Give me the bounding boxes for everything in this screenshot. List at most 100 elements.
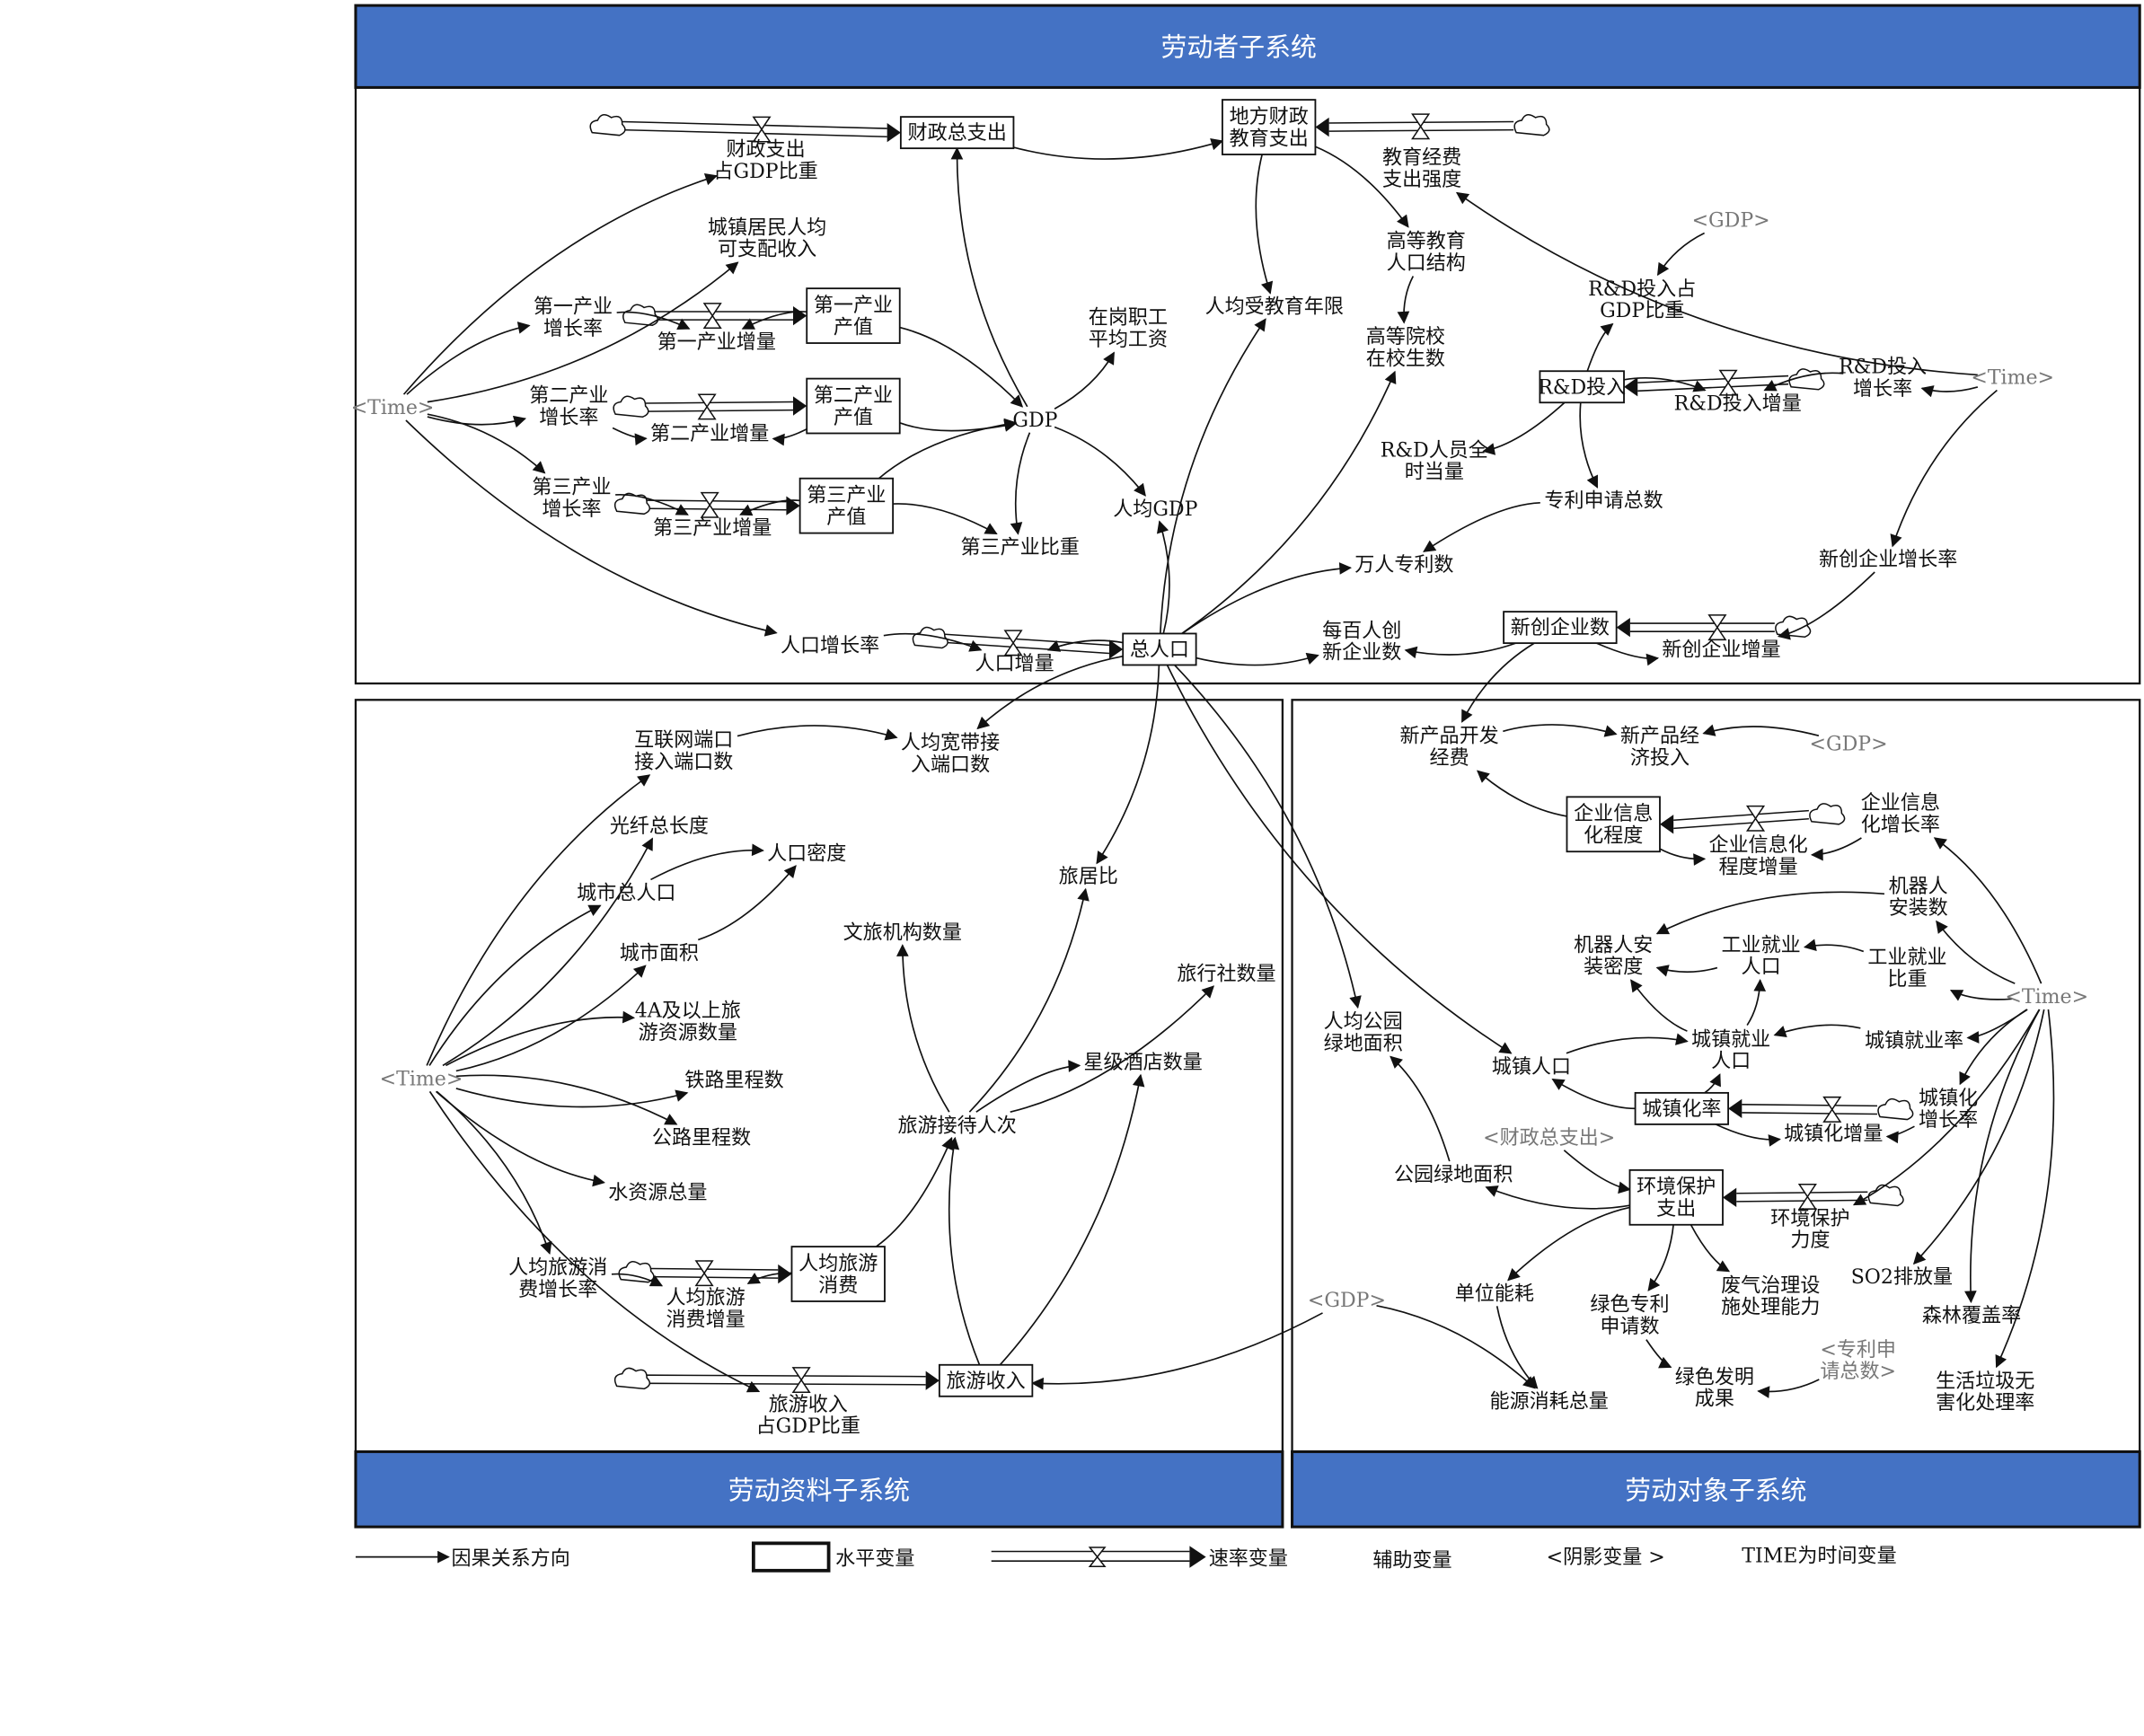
variable-city-area[interactable]: 城市面积 [620,942,699,965]
variable-culture[interactable]: 文旅机构数量 [843,922,962,945]
variable-per10k-patent[interactable]: 万人专利数 [1354,554,1453,577]
variable-fiscal-ratio[interactable]: 财政支出占GDP比重 [713,139,817,183]
variable-ind-emp-pop[interactable]: 工业就业人口 [1722,934,1801,978]
variable-ind-emp-share[interactable]: 工业就业比重 [1867,947,1946,991]
variable-prim-out[interactable]: 第一产业产值 [806,287,901,344]
variable-ter-share[interactable]: 第三产业比重 [961,536,1080,559]
variable-tour-ratio[interactable]: 旅游收入占GDP比重 [756,1394,860,1438]
variable-higher-struct[interactable]: 高等教育人口结构 [1387,230,1466,274]
variable-agencies[interactable]: 旅行社数量 [1177,963,1275,985]
variable-energy-unit[interactable]: 单位能耗 [1455,1282,1534,1305]
variable-robots[interactable]: 机器人安装数 [1889,876,1948,920]
variable-time1[interactable]: <Time> [351,397,435,419]
variable-label: 人均受教育年限 [1205,296,1344,319]
variable-sec-rate[interactable]: 第二产业增长率 [529,384,608,428]
variable-urban-rate[interactable]: 城镇化增长率 [1919,1088,1978,1132]
variable-urban-income[interactable]: 城镇居民人均可支配收入 [708,216,826,260]
causal-link-pop-to-park-pc [1174,664,1362,1009]
variable-new-ent-rate[interactable]: 新创企业增长率 [1819,549,1957,571]
variable-edu-years[interactable]: 人均受教育年限 [1205,296,1344,319]
variable-prim-rate[interactable]: 第一产业增长率 [534,296,613,340]
variable-env-force[interactable]: 环境保护力度 [1770,1208,1849,1252]
variable-new-ent[interactable]: 新创企业数 [1503,611,1618,645]
variable-waste-gas[interactable]: 废气治理设施处理能力 [1721,1274,1820,1318]
variable-urban-pop2[interactable]: 城镇人口 [1492,1056,1571,1079]
variable-road[interactable]: 公路里程数 [652,1127,751,1150]
variable-robot-density[interactable]: 机器人安装密度 [1574,934,1653,978]
variable-pop-rate[interactable]: 人口增长率 [781,635,879,657]
variable-ent-info-rate[interactable]: 企业信息化增长率 [1861,792,1940,836]
variable-fiber[interactable]: 光纤总长度 [610,815,709,838]
variable-gdp-sh2[interactable]: <GDP> [1809,734,1887,756]
variable-rd-rate[interactable]: R&D投入增长率 [1839,357,1927,401]
variable-gdp-sh1[interactable]: <GDP> [1692,210,1770,233]
variable-energy-total[interactable]: 能源消耗总量 [1490,1391,1609,1414]
variable-sec-out[interactable]: 第二产业产值 [806,377,901,435]
causal-link-sec-out-to-sec-inc [772,428,807,446]
variable-water[interactable]: 水资源总量 [608,1182,707,1204]
variable-park-area[interactable]: 公园绿地面积 [1394,1164,1513,1186]
variable-garbage[interactable]: 生活垃圾无害化处理率 [1936,1370,2034,1414]
variable-urban-pop[interactable]: 城市总人口 [577,883,675,905]
variable-ter-rate[interactable]: 第三产业增长率 [532,476,611,520]
variable-tour-income[interactable]: 旅游收入 [938,1363,1034,1397]
variable-new-ent-inc[interactable]: 新创企业增量 [1662,639,1780,662]
variable-sec-inc[interactable]: 第二产业增量 [650,423,769,445]
variable-visitors[interactable]: 旅游接待人次 [898,1115,1017,1137]
variable-college[interactable]: 高等院校在校生数 [1366,326,1445,370]
variable-prim-inc[interactable]: 第一产业增量 [657,331,776,354]
variable-rail[interactable]: 铁路里程数 [684,1070,783,1092]
variable-urbanization[interactable]: 城镇化率 [1634,1091,1729,1125]
variable-time2[interactable]: <Time> [1971,367,2054,390]
variable-so2[interactable]: SO2排放量 [1851,1266,1953,1289]
variable-patents[interactable]: 专利申请总数 [1544,490,1663,513]
variable-scenic[interactable]: 4A及以上旅游资源数量 [635,1000,741,1044]
causal-link-urban-pop2-to-urban-emp [1566,1033,1689,1054]
variable-time4[interactable]: <Time> [2005,986,2088,1009]
variable-new-prod-inv[interactable]: 新产品经济投入 [1620,725,1699,769]
variable-gdp-pc[interactable]: 人均GDP [1113,498,1197,521]
variable-pop[interactable]: 总人口 [1122,632,1197,666]
variable-rd[interactable]: R&D投入 [1538,370,1626,404]
variable-hotels[interactable]: 星级酒店数量 [1084,1052,1203,1074]
variable-env[interactable]: 环境保护支出 [1628,1168,1724,1226]
variable-local-edu[interactable]: 地方财政教育支出 [1222,99,1317,155]
variable-rd-staff[interactable]: R&D人员全时当量 [1381,439,1488,483]
variable-time3[interactable]: <Time> [380,1069,463,1091]
variable-travel-ratio[interactable]: 旅居比 [1059,866,1118,888]
variable-patents-sh[interactable]: <专利申请总数> [1820,1339,1896,1383]
variable-ent-info[interactable]: 企业信息化程度 [1566,796,1661,853]
causal-link-pop-to-broadband [976,655,1124,730]
variable-label: 城市总人口 [577,883,675,905]
variable-green-pat[interactable]: 绿色专利申请数 [1590,1294,1669,1338]
variable-ent-info-inc[interactable]: 企业信息化程度增量 [1708,834,1807,878]
causal-link-pop-to-urban-pop2 [1166,665,1513,1054]
variable-per100-ent[interactable]: 每百人创新企业数 [1322,620,1401,664]
variable-gdp[interactable]: GDP [1012,410,1057,432]
variable-rd-inc[interactable]: R&D投入增量 [1674,393,1802,416]
variable-internet[interactable]: 互联网端口接入端口数 [634,729,733,773]
variable-urban-emp-rate[interactable]: 城镇就业率 [1865,1030,1963,1053]
variable-edu-ratio[interactable]: 教育经费支出强度 [1382,147,1461,191]
variable-fiscal-sh[interactable]: <财政总支出> [1483,1127,1615,1150]
variable-tour-cons-rate[interactable]: 人均旅游消费增长率 [508,1257,607,1301]
variable-urban-inc[interactable]: 城镇化增量 [1784,1123,1883,1145]
causal-link-local-edu-to-higher-struct [1315,145,1409,228]
variable-wage[interactable]: 在岗职工平均工资 [1089,307,1168,351]
variable-park-pc[interactable]: 人均公园绿地面积 [1324,1011,1403,1055]
variable-tour-cons[interactable]: 人均旅游消费 [790,1246,886,1302]
variable-tour-cons-inc[interactable]: 人均旅游消费增量 [666,1287,745,1331]
causal-link-ter-out-to-gdp [878,418,1018,480]
variable-ter-out[interactable]: 第三产业产值 [798,477,895,534]
variable-forest[interactable]: 森林覆盖率 [1922,1305,2021,1327]
variable-fiscal-total[interactable]: 财政总支出 [899,116,1015,150]
variable-green-inv[interactable]: 绿色发明成果 [1675,1366,1754,1410]
variable-gdp-sh3[interactable]: <GDP> [1308,1290,1386,1312]
variable-urban-emp[interactable]: 城镇就业人口 [1691,1028,1770,1072]
variable-ter-inc[interactable]: 第三产业增量 [653,517,772,540]
variable-new-prod[interactable]: 新产品开发经费 [1399,725,1498,769]
variable-broadband[interactable]: 人均宽带接入端口数 [901,732,1000,776]
variable-density[interactable]: 人口密度 [767,842,846,865]
variable-pop-inc[interactable]: 人口增量 [975,653,1054,675]
